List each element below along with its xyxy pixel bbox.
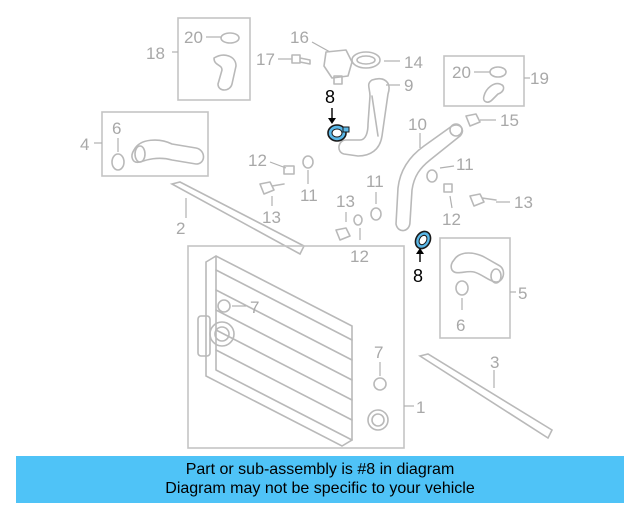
highlighted-part-8-lower: 8 <box>413 230 432 286</box>
sensor-icon <box>323 49 353 79</box>
callout-10: 10 <box>408 115 427 134</box>
seal-ring-icon <box>455 280 469 296</box>
nut-icon <box>283 165 295 175</box>
trim-strip-icon <box>169 181 306 256</box>
bolt-icon <box>291 54 311 65</box>
part-group-10: 15 10 <box>395 111 519 232</box>
callout-13-right: 13 <box>514 193 533 212</box>
callout-20-right: 20 <box>452 63 471 82</box>
hose-icon <box>450 252 505 283</box>
bolt-icon <box>259 181 285 195</box>
fastener-group-left: 12 11 13 <box>248 151 318 227</box>
seal-ring-icon <box>373 377 387 391</box>
trim-strip-icon <box>418 353 554 440</box>
callout-6-left: 6 <box>112 119 121 138</box>
part-group-1: 1 7 7 <box>187 245 425 449</box>
hose-icon <box>131 139 205 165</box>
clamp-icon <box>351 51 381 69</box>
part-group-9: 16 17 14 9 <box>256 28 423 157</box>
hose-icon <box>482 82 505 103</box>
callout-16: 16 <box>290 28 309 47</box>
callout-13-middle: 13 <box>336 192 355 211</box>
part-group-4: 4 6 <box>80 111 209 177</box>
callout-12-middle: 12 <box>350 247 369 266</box>
washer-icon <box>370 207 382 221</box>
seal-ring-icon <box>217 299 231 313</box>
callout-14: 14 <box>404 53 423 72</box>
part-group-5: 5 6 <box>439 237 527 339</box>
washer-icon <box>353 214 363 226</box>
part-group-18: 18 20 <box>146 17 251 101</box>
callout-6-right: 6 <box>456 316 465 335</box>
nut-icon <box>443 183 453 193</box>
callout-13-left: 13 <box>262 208 281 227</box>
callout-9: 9 <box>404 76 413 95</box>
callout-11-middle: 11 <box>366 172 384 191</box>
callout-18: 18 <box>146 44 165 63</box>
banner-line-1: Part or sub-assembly is #8 in diagram <box>185 461 455 478</box>
washer-icon <box>426 169 438 183</box>
part-group-2: 2 <box>169 181 306 256</box>
fastener-group-right: 11 12 13 <box>426 155 533 229</box>
callout-17: 17 <box>256 50 275 69</box>
callout-7-right: 7 <box>374 343 383 362</box>
seal-ring-icon <box>111 153 125 171</box>
callout-15: 15 <box>500 111 519 130</box>
clamp-icon <box>489 66 507 78</box>
callout-1: 1 <box>416 398 425 417</box>
callout-12-right: 12 <box>442 210 461 229</box>
info-banner: Part or sub-assembly is #8 in diagram Di… <box>16 456 624 503</box>
callout-5: 5 <box>518 284 527 303</box>
washer-icon <box>302 155 314 169</box>
hose-icon <box>213 54 237 91</box>
callout-7-left: 7 <box>250 298 259 317</box>
callout-3: 3 <box>490 353 499 372</box>
callout-2: 2 <box>176 219 185 238</box>
part-group-3: 3 <box>418 353 554 440</box>
callout-19: 19 <box>530 69 549 88</box>
bolt-icon <box>469 193 497 207</box>
callout-12-left: 12 <box>248 151 267 170</box>
callout-8-upper: 8 <box>325 87 335 107</box>
callout-4: 4 <box>80 135 89 154</box>
coolant-pipe-icon <box>338 78 390 157</box>
callout-20-left: 20 <box>184 28 203 47</box>
clamp-icon <box>220 32 240 44</box>
highlighted-part-8-upper: 8 <box>325 87 350 142</box>
bolt-icon <box>465 113 481 127</box>
intercooler-icon <box>205 255 353 447</box>
bolt-icon <box>335 227 351 241</box>
callout-8-lower: 8 <box>413 266 423 286</box>
banner-line-2: Diagram may not be specific to your vehi… <box>165 480 475 497</box>
callout-11-left: 11 <box>300 186 318 205</box>
fastener-group-middle: 13 12 11 <box>335 172 384 266</box>
part-group-19: 19 20 <box>443 55 549 107</box>
callout-11-right: 11 <box>456 155 474 174</box>
parts-diagram: 18 20 4 6 16 17 14 9 8 <box>80 17 554 449</box>
